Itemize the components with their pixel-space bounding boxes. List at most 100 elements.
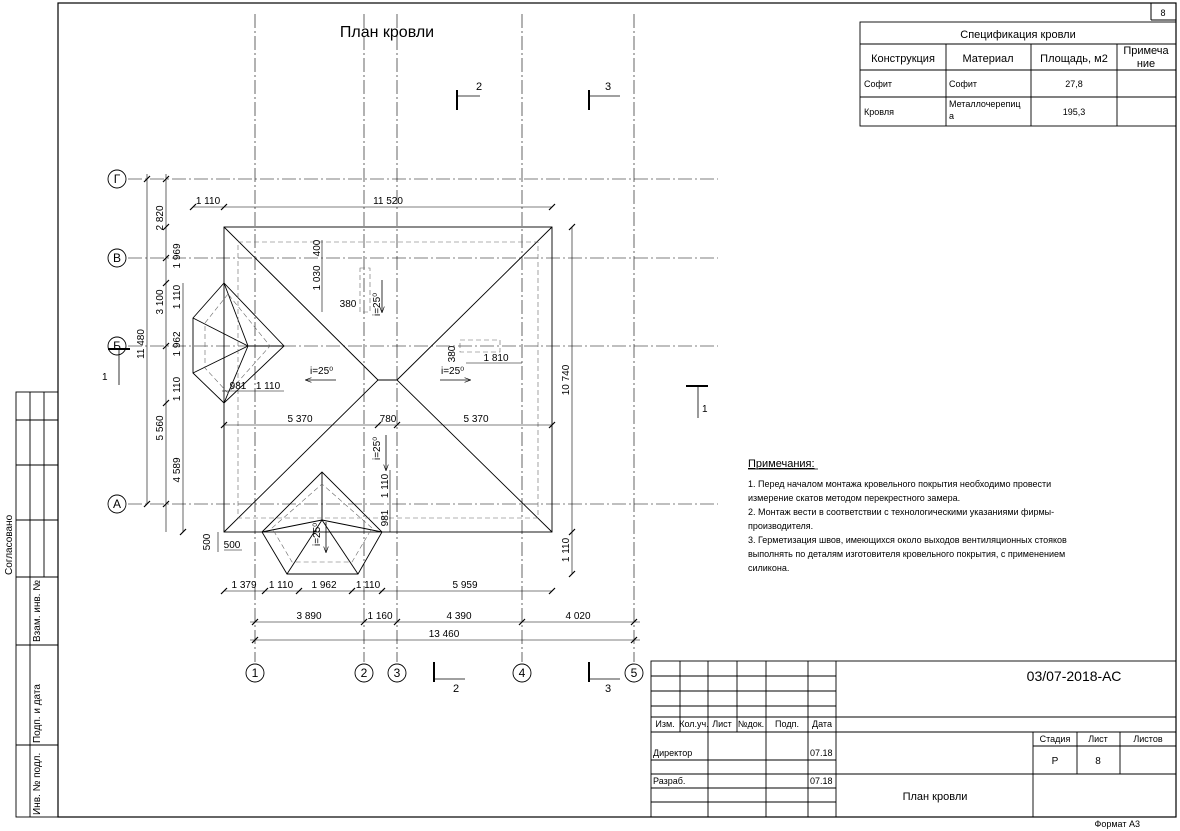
dim-top-1110: 1 110	[196, 196, 221, 207]
slope-right: i=25⁰	[441, 366, 464, 377]
axis-label-g: Г	[114, 172, 121, 186]
dim-v-3100: 3 100	[155, 289, 166, 314]
dim-h-5370a: 5 370	[287, 414, 312, 425]
tb-stage: Р	[1052, 756, 1059, 767]
roof-plan	[192, 226, 553, 575]
slope-left: i=25⁰	[310, 366, 333, 377]
dim-v-1110d: 1 110	[561, 537, 572, 562]
tb-developer: Разраб.	[653, 776, 685, 786]
dim-v-380: 380	[447, 345, 458, 362]
axis-bubbles	[107, 169, 644, 683]
notes-line-3: 2. Монтаж вести в соответствии с техноло…	[748, 507, 1054, 517]
stamp-agreed: Согласовано	[4, 514, 15, 575]
spec-header-area: Площадь, м2	[1040, 53, 1108, 65]
notes-line-6: выполнять по деталям изготовителя кровел…	[748, 549, 1065, 559]
dim-h-1810: 1 810	[483, 353, 508, 364]
spec-header-note: Примеча	[1123, 45, 1169, 57]
side-stamp	[15, 391, 59, 818]
dim-v-2820: 2 820	[155, 205, 166, 230]
spec-title: Спецификация кровли	[960, 29, 1076, 41]
axis-label-a: А	[113, 497, 121, 511]
dim-v-1110b: 1 110	[172, 376, 183, 401]
dim-b-1379: 1 379	[231, 580, 256, 591]
spec-row2-construction: Кровля	[864, 107, 894, 117]
section-1-left: 1	[102, 372, 108, 383]
dim-h-780: 780	[380, 414, 397, 425]
dim-v-1110c: 1 110	[380, 473, 391, 498]
dim-v-5560: 5 560	[155, 415, 166, 440]
dim-b-13460: 13 460	[429, 629, 460, 640]
notes-line-4: производителя.	[748, 521, 813, 531]
dimension-lines	[146, 174, 640, 641]
dim-b-5959: 5 959	[452, 580, 477, 591]
tb-header-doc: №док.	[738, 719, 764, 729]
dim-h-380: 380	[340, 299, 357, 310]
dim-v-10740: 10 740	[561, 364, 572, 395]
dim-b-4020: 4 020	[565, 611, 590, 622]
tb-sheet-header: Лист	[1088, 734, 1108, 744]
dim-b-1110a: 1 110	[269, 580, 294, 591]
section-1-right: 1	[702, 404, 708, 415]
notes-line-1: 1. Перед началом монтажа кровельного пок…	[748, 479, 1051, 489]
notes-line-2: измерение скатов методом перекрестного з…	[748, 493, 960, 503]
dim-v-400: 400	[312, 239, 323, 256]
dim-b-1962: 1 962	[311, 580, 336, 591]
dim-h-1110a: 1 110	[256, 381, 281, 392]
axis-label-2: 2	[361, 666, 368, 680]
dim-b-1110b: 1 110	[356, 580, 381, 591]
title-block	[650, 660, 1177, 818]
dim-b-1160: 1 160	[367, 611, 392, 622]
dim-v-1962: 1 962	[172, 331, 183, 356]
tb-sheets-header: Листов	[1133, 734, 1162, 744]
axis-label-4: 4	[519, 666, 526, 680]
tb-header-list: Лист	[712, 719, 732, 729]
dim-h-500: 500	[224, 540, 241, 551]
dim-b-3890: 3 890	[296, 611, 321, 622]
section-2-top: 2	[476, 81, 482, 93]
format-label: Формат А3	[1095, 819, 1140, 829]
spec-header-construction: Конструкция	[871, 53, 935, 65]
section-marks	[108, 90, 708, 682]
dim-h-5370b: 5 370	[463, 414, 488, 425]
tb-header-kolich: Кол.уч.	[679, 719, 709, 729]
dim-b-4390: 4 390	[446, 611, 471, 622]
dim-v-4589: 4 589	[172, 457, 183, 482]
axis-label-b: Б	[113, 339, 121, 353]
tb-header-izm: Изм.	[655, 719, 674, 729]
sheet-number: 8	[1160, 8, 1165, 18]
tb-stage-header: Стадия	[1040, 734, 1071, 744]
stamp-inv-replace: Взам. инв. №	[32, 580, 43, 642]
dim-h-981a: 981	[230, 381, 247, 392]
slope-top: i=25⁰	[372, 293, 383, 316]
dim-v-11480: 11 480	[136, 329, 147, 359]
dim-v-981: 981	[380, 509, 391, 526]
sheet-frame	[57, 2, 1177, 818]
dim-top-11520: 11 520	[373, 196, 403, 207]
tb-sheet: 8	[1095, 756, 1101, 767]
spec-row2-area: 195,3	[1063, 107, 1086, 117]
notes-line-5: 3. Герметизация швов, имеющихся около вы…	[748, 535, 1067, 545]
tb-director: Директор	[653, 748, 692, 758]
tb-header-date: Дата	[812, 719, 832, 729]
tb-developer-date: 07.18	[810, 776, 833, 786]
spec-row2-material-2: а	[949, 111, 954, 121]
tb-drawing-name: План кровли	[903, 791, 968, 803]
spec-table	[859, 21, 1177, 127]
tb-header-sign: Подп.	[775, 719, 799, 729]
axis-label-v: В	[113, 251, 121, 265]
notes-line-7: силикона.	[748, 563, 789, 573]
slope-middle: i=25⁰	[372, 437, 383, 460]
section-3-top: 3	[605, 81, 611, 93]
spec-row1-material: Софит	[949, 79, 977, 89]
stamp-inv-orig: Инв. № подл.	[32, 753, 43, 815]
dim-v-1969: 1 969	[172, 243, 183, 268]
dim-v-1030: 1 030	[312, 265, 323, 290]
doc-code: 03/07-2018-АС	[1027, 668, 1122, 684]
roof-inner-dashed	[204, 241, 539, 563]
spec-header-note-2: ние	[1137, 58, 1155, 70]
dim-v-1110a: 1 110	[172, 284, 183, 309]
spec-header-material: Материал	[963, 53, 1014, 65]
stamp-sign-date: Подп. и дата	[32, 684, 43, 743]
axis-label-1: 1	[252, 666, 259, 680]
